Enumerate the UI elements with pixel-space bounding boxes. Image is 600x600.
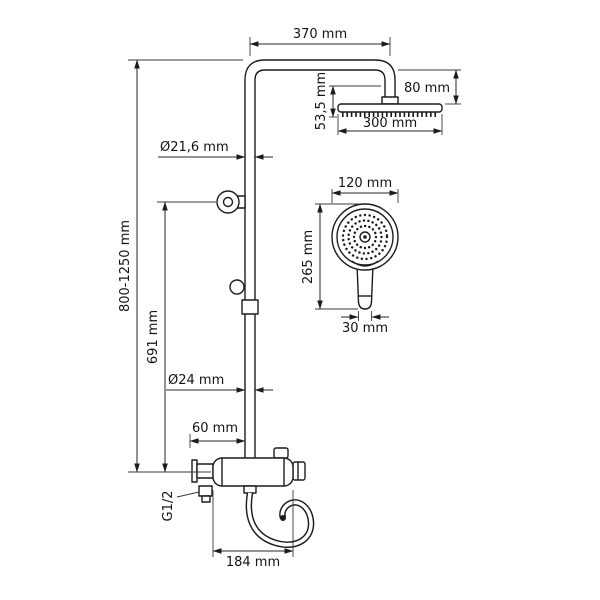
dim-top-arm-width: 370 mm xyxy=(249,27,391,56)
dim-mixer-width: 184 mm xyxy=(212,490,294,570)
hand-shower-handle xyxy=(356,263,374,310)
dim-top-arm-width-label: 370 mm xyxy=(293,27,347,42)
dim-riser-height-label: 691 mm xyxy=(146,310,161,364)
wall-bracket xyxy=(216,190,246,214)
dim-mixer-width-label: 184 mm xyxy=(226,555,280,570)
center-dot xyxy=(363,235,367,239)
dim-head-width: 300 mm xyxy=(337,114,443,135)
wall-flange xyxy=(191,459,198,483)
nozzle-ring-middle xyxy=(347,219,383,255)
bracket-plate xyxy=(216,190,240,214)
hand-shower-faceplate xyxy=(336,208,394,266)
dim-bracket-offset-label: 60 mm xyxy=(192,421,238,436)
dim-head-width-label: 300 mm xyxy=(363,116,417,131)
pipe-coupling xyxy=(241,299,259,315)
dim-overall-height: 800-1250 mm xyxy=(118,59,243,473)
hose-end-nut xyxy=(280,515,286,521)
dim-riser-height: 691 mm xyxy=(146,201,216,473)
nozzle-ring-inner xyxy=(352,224,378,250)
dimensions: 370 mm 80 mm 53,5 mm 300 mm Ø21,6 mm xyxy=(118,27,461,570)
g12-nut xyxy=(201,495,211,503)
dim-connection-thread-label: G1/2 xyxy=(161,491,176,522)
dim-head-thickness-label: 53,5 mm xyxy=(314,72,329,130)
dim-handshower-handle-width-label: 30 mm xyxy=(342,321,388,336)
handle-junction-arc xyxy=(351,260,379,267)
rain-shower-head xyxy=(337,103,443,117)
riser-pipe-outer xyxy=(244,59,396,458)
bracket-screw xyxy=(222,196,234,208)
dim-head-connector-height: 80 mm xyxy=(398,69,461,105)
dim-connection-thread: G1/2 xyxy=(161,491,200,522)
dim-handshower-head-diameter-label: 120 mm xyxy=(338,176,392,191)
head-body xyxy=(337,103,443,113)
head-connector xyxy=(381,96,399,105)
dim-handshower-handle-width: 30 mm xyxy=(341,311,389,336)
mixer-body xyxy=(191,447,306,503)
riser-pipe-inner xyxy=(254,69,386,458)
dim-handshower-head-diameter: 120 mm xyxy=(331,176,399,203)
dim-upper-pipe-diameter: Ø21,6 mm xyxy=(158,140,273,160)
dim-overall-height-label: 800-1250 mm xyxy=(118,220,133,312)
right-knob xyxy=(292,461,306,481)
shower-column xyxy=(191,59,443,548)
nozzle-ring-outer xyxy=(341,213,389,261)
g12-connector xyxy=(198,485,213,497)
dim-lower-pipe-diameter: Ø24 mm xyxy=(166,373,273,393)
dim-bracket-offset: 60 mm xyxy=(189,421,246,448)
center-nozzle xyxy=(359,231,371,243)
mixer-housing xyxy=(212,457,294,487)
hose-core xyxy=(247,492,313,547)
left-stub xyxy=(196,463,214,479)
dim-head-thickness: 53,5 mm xyxy=(314,72,381,130)
hand-shower-detail xyxy=(331,203,399,310)
hose-outlet xyxy=(243,485,257,494)
hose-outline xyxy=(245,492,315,548)
shower-hose xyxy=(245,492,315,548)
dim-handshower-length-label: 265 mm xyxy=(301,230,316,284)
dim-lower-pipe-diameter-label: Ø24 mm xyxy=(168,373,224,388)
shower-holder xyxy=(229,279,245,295)
dim-upper-pipe-diameter-label: Ø21,6 mm xyxy=(160,140,229,155)
diverter-knob xyxy=(273,447,289,459)
dim-head-connector-height-label: 80 mm xyxy=(404,81,450,96)
dim-handshower-length: 265 mm xyxy=(301,203,360,310)
